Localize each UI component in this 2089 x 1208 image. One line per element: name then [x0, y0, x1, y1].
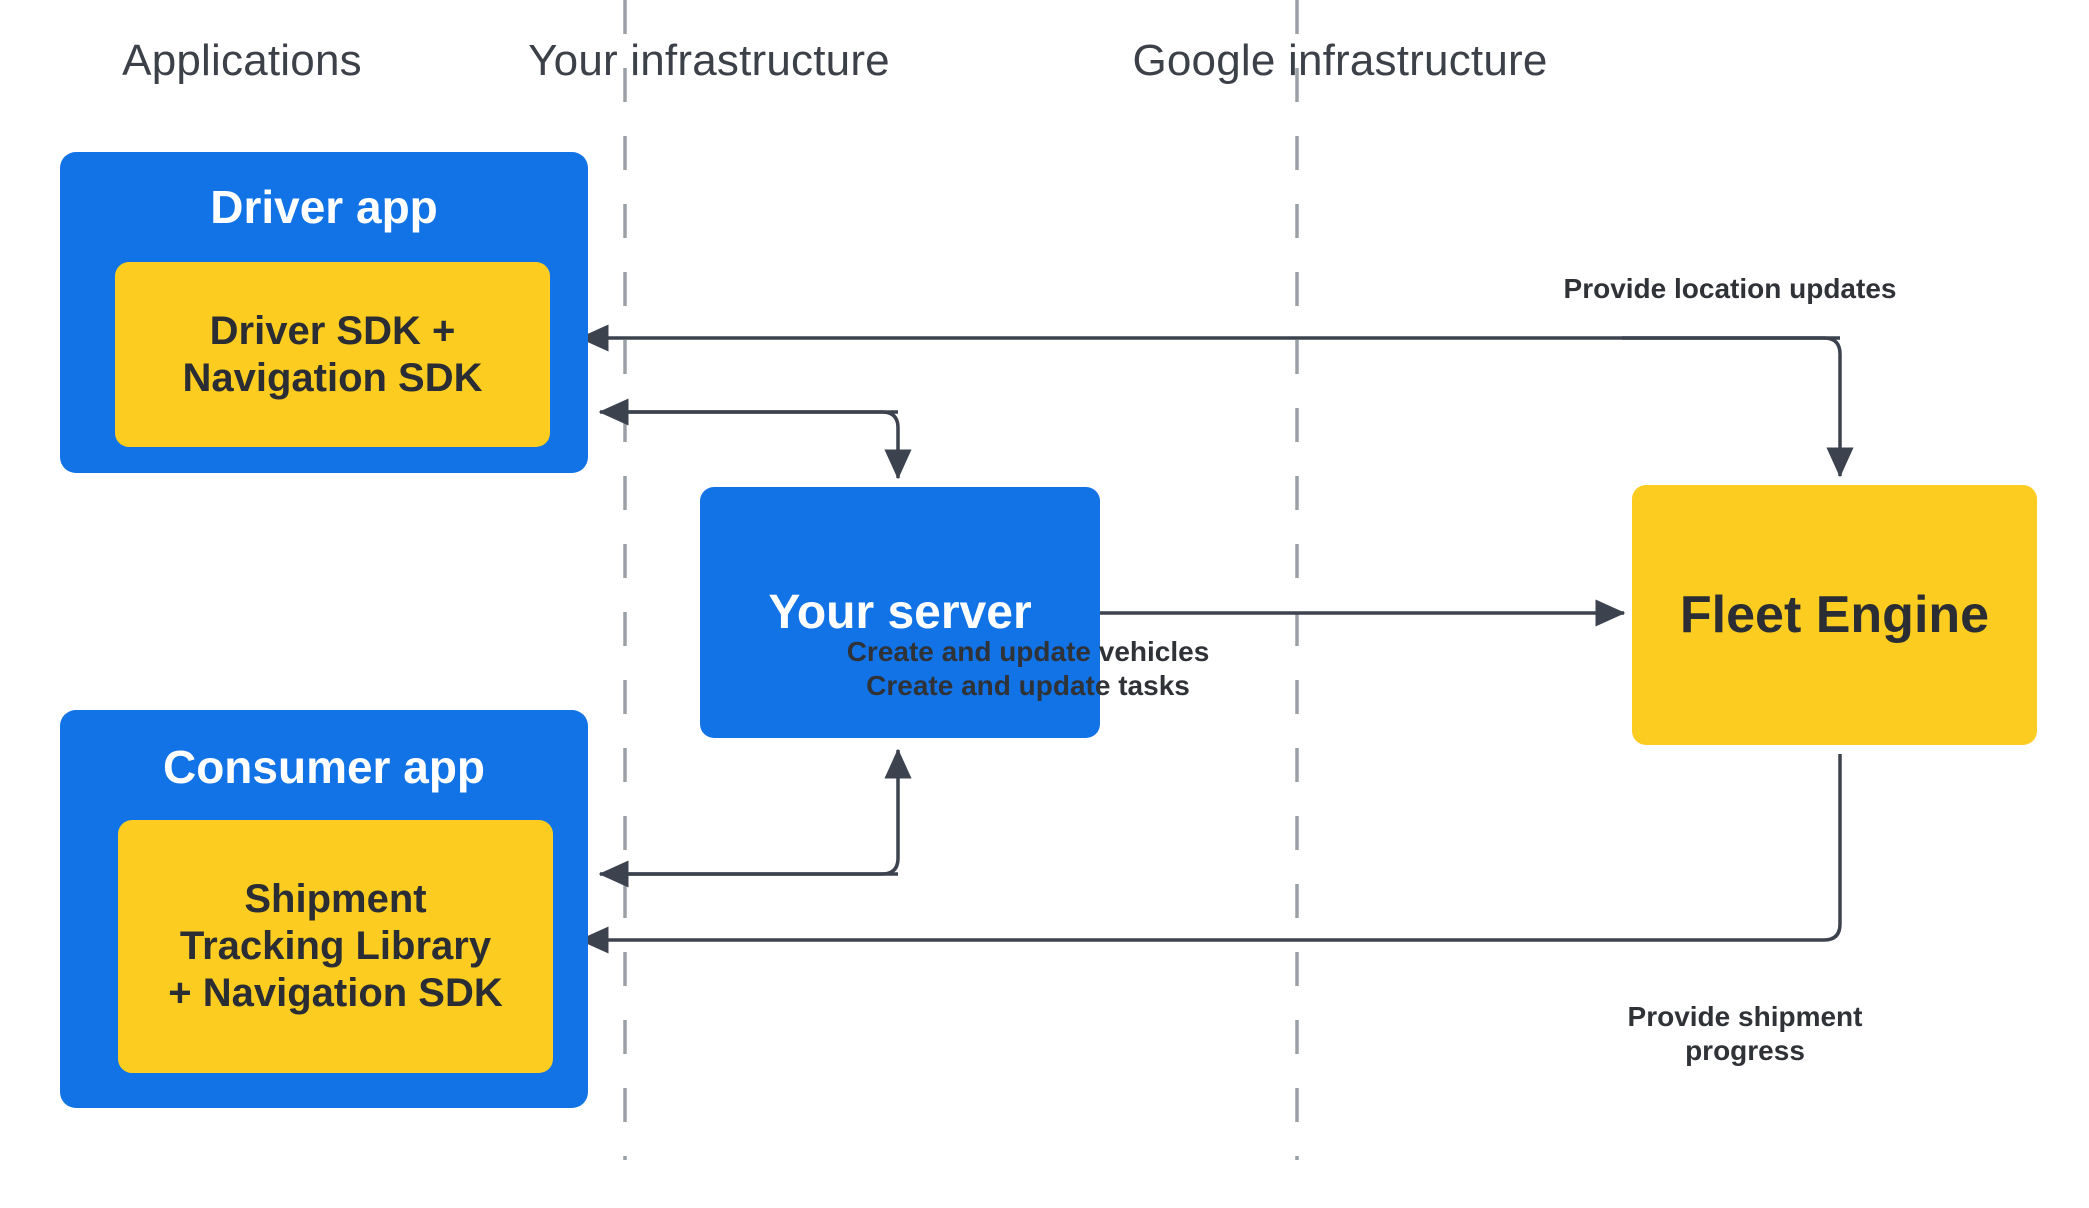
your-server-box[interactable]: Your server [700, 487, 1100, 738]
column-header-your-infrastructure: Your infrastructure [528, 36, 890, 85]
driver-sdk-box[interactable]: Driver SDK + Navigation SDK [115, 262, 550, 447]
arrow-provide-shipment-progress [578, 754, 1842, 954]
fleet-engine-label: Fleet Engine [1679, 586, 1990, 644]
column-header-applications: Applications [122, 36, 362, 85]
driver-app-title: Driver app [210, 181, 438, 233]
flow-label-provide-shipment-progress: Provide shipment progress [1627, 1001, 1863, 1067]
consumer-app-title: Consumer app [162, 741, 486, 793]
consumer-sdk-box[interactable]: Shipment Tracking Library + Navigation S… [118, 820, 553, 1073]
your-server-label: Your server [768, 586, 1032, 639]
arrow-consumer-app-up-to-server [620, 748, 912, 876]
arrow-location-updates-down-to-engine [1622, 336, 1854, 478]
column-header-google-infrastructure: Google infrastructure [1132, 36, 1548, 85]
consumer-sdk-label: Shipment Tracking Library + Navigation S… [168, 877, 503, 1015]
driver-sdk-label: Driver SDK + Navigation SDK [182, 308, 483, 400]
flow-label-provide-location-updates: Provide location updates [1563, 273, 1897, 304]
flow-label-create-and-update: Create and update vehicles Create and up… [846, 636, 1210, 702]
arrow-driver-app-down-to-server [620, 410, 912, 480]
fleet-engine-box[interactable]: Fleet Engine [1632, 485, 2037, 745]
